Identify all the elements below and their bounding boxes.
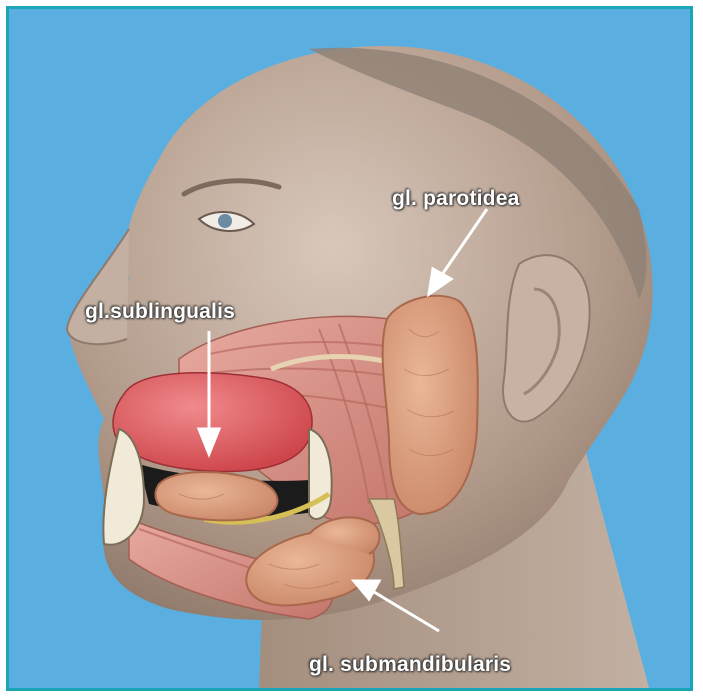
- image-frame: gl. parotidea gl.sublingualis gl. subman…: [6, 6, 693, 691]
- parotid-gland: [383, 296, 478, 514]
- label-submandibular-gland: gl. submandibularis: [309, 653, 511, 677]
- nose: [67, 229, 129, 344]
- tongue: [113, 373, 312, 472]
- label-sublingual-gland: gl.sublingualis: [85, 300, 235, 324]
- head-illustration: [9, 9, 690, 688]
- iris: [218, 214, 232, 228]
- label-parotid-gland: gl. parotidea: [392, 187, 519, 211]
